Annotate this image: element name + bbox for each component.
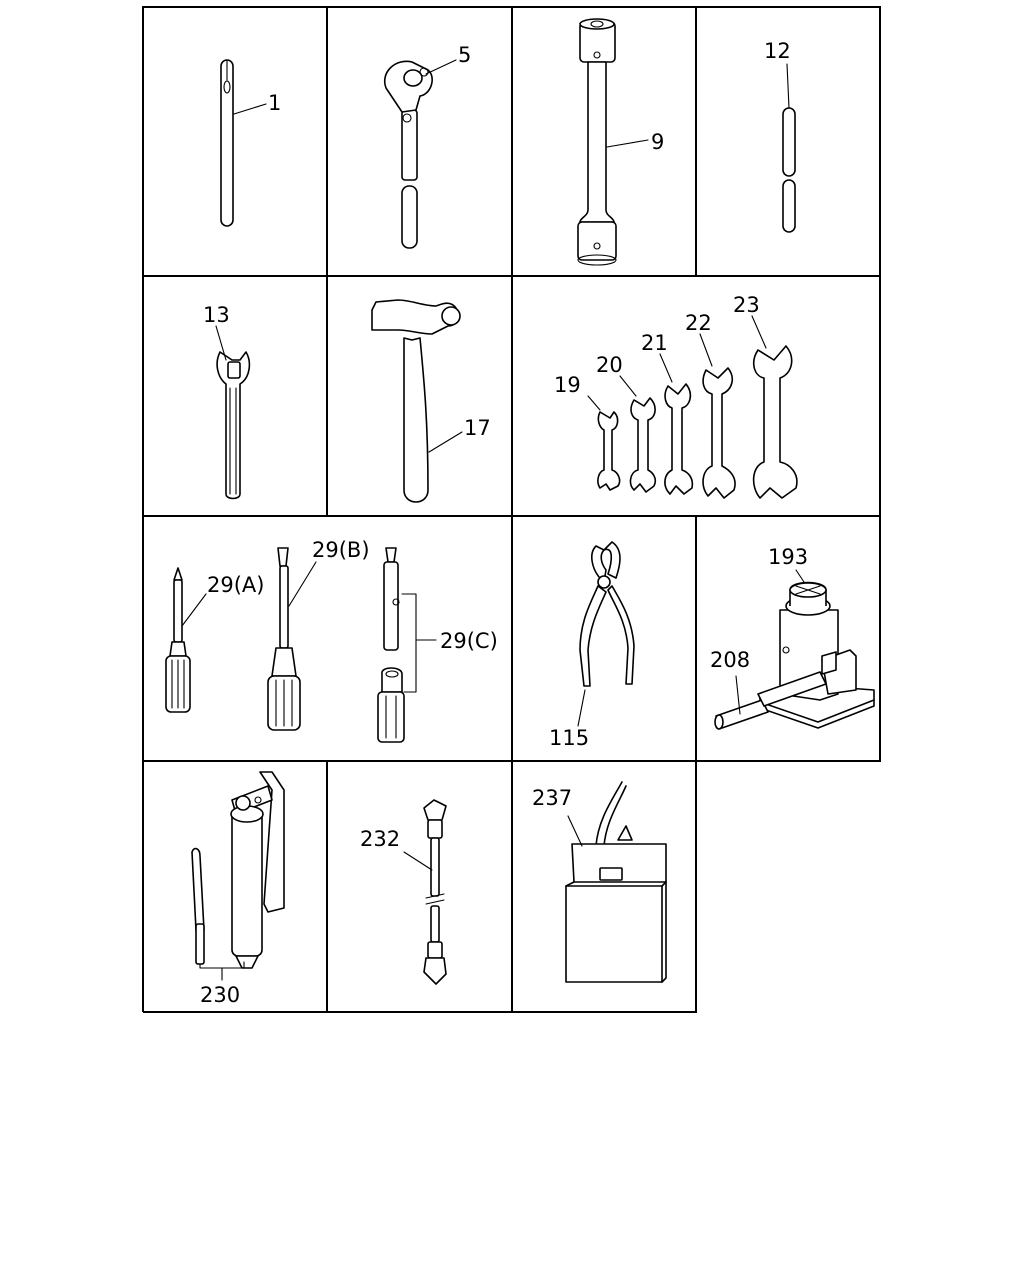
callout-29a: 29(A) <box>207 573 264 597</box>
callout-9: 9 <box>651 130 664 154</box>
callout-29b: 29(B) <box>312 538 370 562</box>
part-208-jack-handle: 208 <box>710 648 827 730</box>
callout-230: 230 <box>200 983 240 1007</box>
part-17-hammer: 17 <box>371 299 491 503</box>
callout-23: 23 <box>733 293 760 317</box>
callout-21: 21 <box>641 331 668 355</box>
part-237-tool-bag: 237 <box>532 781 667 983</box>
callout-5: 5 <box>458 43 471 67</box>
part-19-23-open-wrenches: 19 20 21 22 23 <box>554 293 798 499</box>
callout-13: 13 <box>203 303 230 327</box>
callout-12: 12 <box>764 39 791 63</box>
part-232-extension-hose: 232 <box>360 799 447 985</box>
callout-20: 20 <box>596 353 623 377</box>
part-29b-screwdriver: 29(B) <box>267 538 370 731</box>
part-13-adjustable-wrench: 13 <box>203 303 251 500</box>
panel-grid <box>142 6 881 1013</box>
callout-115: 115 <box>549 726 589 750</box>
callout-22: 22 <box>685 311 712 335</box>
part-9-wheel-brace: 9 <box>577 18 664 266</box>
callout-1: 1 <box>268 91 281 115</box>
callout-19: 19 <box>554 373 581 397</box>
part-12-bar: 12 <box>764 39 796 233</box>
callout-17: 17 <box>464 416 491 440</box>
part-29a-screwdriver: 29(A) <box>165 567 264 713</box>
part-230-grease-gun: 230 <box>191 771 285 1007</box>
callout-237: 237 <box>532 786 572 810</box>
callout-232: 232 <box>360 827 400 851</box>
callout-29c: 29(C) <box>440 629 498 653</box>
part-29c-screwdriver-set: 29(C) <box>377 547 498 743</box>
part-115-pliers: 115 <box>549 541 635 750</box>
callout-193: 193 <box>768 545 808 569</box>
part-5-spanner: 5 <box>383 43 471 249</box>
callout-208: 208 <box>710 648 750 672</box>
part-1-tommy-bar: 1 <box>220 59 281 227</box>
